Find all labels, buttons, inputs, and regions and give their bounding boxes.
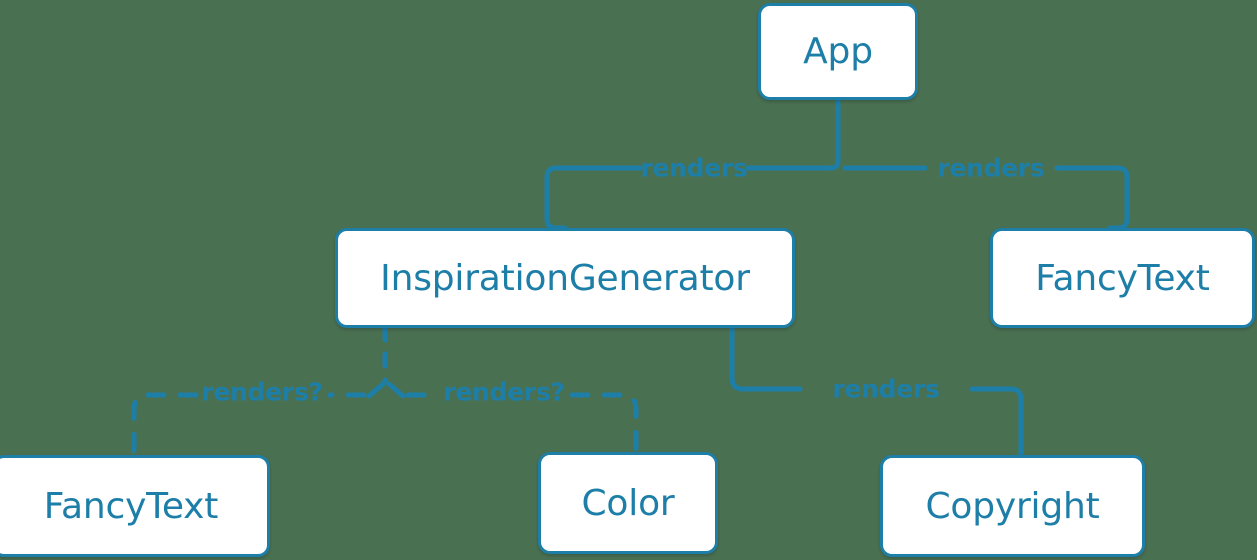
edge-label-inspirationgenerator-to-copyright: renders (832, 374, 940, 404)
node-copyright[interactable]: Copyright (880, 455, 1145, 557)
edge-label-inspirationgenerator-to-color: renders? (443, 377, 565, 407)
edge-dashed-split-right-arm (386, 381, 406, 399)
node-app-label: App (803, 31, 873, 72)
node-fancytext-right-label: FancyText (1035, 257, 1210, 299)
node-fancytext-left[interactable]: FancyText (0, 455, 270, 557)
node-copyright-label: Copyright (925, 485, 1100, 527)
node-fancytext-left-label: FancyText (43, 485, 219, 527)
node-app[interactable]: App (758, 3, 918, 100)
edge-dashed-split-left-arm (366, 381, 386, 399)
node-inspirationgenerator-label: InspirationGenerator (380, 257, 750, 299)
edge-label-app-to-inspirationgenerator: renders (640, 153, 748, 183)
edge-label-inspirationgenerator-to-fancytext-left: renders? (201, 377, 323, 407)
node-color-label: Color (581, 482, 675, 524)
node-color[interactable]: Color (538, 452, 718, 554)
node-fancytext-right[interactable]: FancyText (990, 228, 1255, 328)
edge-label-app-to-fancytext-right: renders (937, 153, 1045, 183)
edge-app-trunk (828, 97, 841, 171)
node-inspirationgenerator[interactable]: InspirationGenerator (335, 228, 795, 328)
